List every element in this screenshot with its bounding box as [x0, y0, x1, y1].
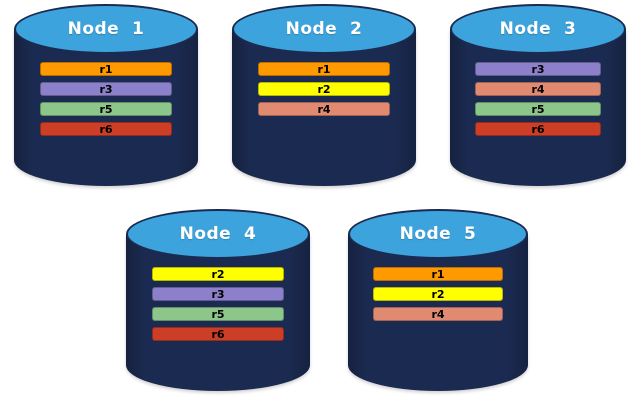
database-node-3[interactable]: Node 3 r3 r4 r5 r6 — [450, 4, 626, 186]
cylinder-top-disc-icon — [348, 209, 528, 259]
record-bar-r4[interactable]: r4 — [373, 307, 503, 321]
record-bar-r2[interactable]: r2 — [373, 287, 503, 301]
database-node-5[interactable]: Node 5 r1 r2 r4 — [348, 209, 528, 391]
record-bar-r4[interactable]: r4 — [257, 102, 391, 116]
record-bar-r1[interactable]: r1 — [257, 62, 391, 76]
record-bar-r3[interactable]: r3 — [39, 82, 173, 96]
cylinder-top-disc-icon — [232, 4, 416, 54]
record-bar-r3[interactable]: r3 — [474, 62, 602, 76]
record-bar-r2[interactable]: r2 — [151, 267, 285, 281]
record-bar-r3[interactable]: r3 — [151, 287, 285, 301]
record-list: r1 r2 r4 — [232, 62, 416, 116]
record-bar-r1[interactable]: r1 — [373, 267, 503, 281]
node-label: Node 2 — [285, 19, 363, 39]
record-list: r1 r2 r4 — [348, 267, 528, 321]
record-bar-r6[interactable]: r6 — [474, 122, 602, 136]
cylinder-top-disc-icon — [450, 4, 626, 54]
cylinder-top-disc-icon — [14, 4, 198, 54]
record-bar-r5[interactable]: r5 — [151, 307, 285, 321]
cylinder-top-disc-icon — [126, 209, 310, 259]
record-bar-r6[interactable]: r6 — [151, 327, 285, 341]
node-label: Node 3 — [499, 19, 577, 39]
record-bar-r6[interactable]: r6 — [39, 122, 173, 136]
database-node-1[interactable]: Node 1 r1 r3 r5 r6 — [14, 4, 198, 186]
node-label: Node 5 — [399, 224, 477, 244]
record-list: r3 r4 r5 r6 — [450, 62, 626, 136]
record-bar-r5[interactable]: r5 — [39, 102, 173, 116]
record-list: r2 r3 r5 r6 — [126, 267, 310, 341]
record-bar-r4[interactable]: r4 — [474, 82, 602, 96]
record-bar-r5[interactable]: r5 — [474, 102, 602, 116]
database-node-4[interactable]: Node 4 r2 r3 r5 r6 — [126, 209, 310, 391]
record-bar-r1[interactable]: r1 — [39, 62, 173, 76]
database-node-2[interactable]: Node 2 r1 r2 r4 — [232, 4, 416, 186]
record-bar-r2[interactable]: r2 — [257, 82, 391, 96]
node-label: Node 1 — [67, 19, 145, 39]
record-list: r1 r3 r5 r6 — [14, 62, 198, 136]
node-label: Node 4 — [179, 224, 257, 244]
